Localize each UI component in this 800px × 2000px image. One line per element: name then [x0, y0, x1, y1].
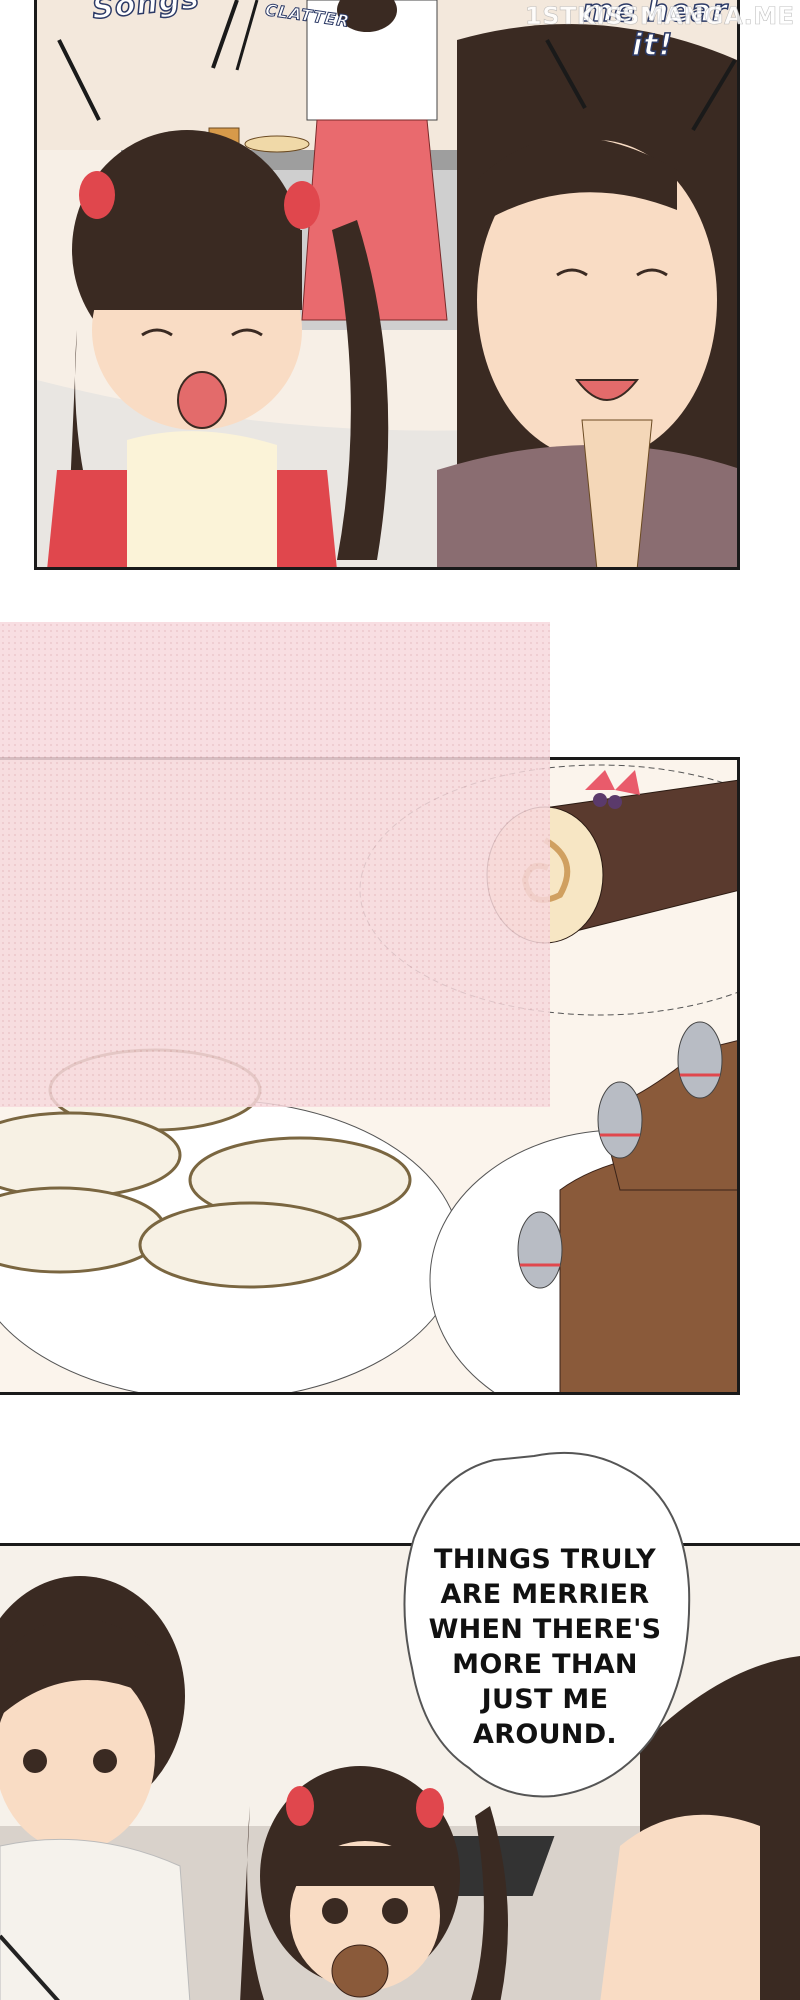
dinner-illustration	[0, 1546, 800, 2000]
pink-tone-overlay	[0, 622, 550, 1107]
watermark: 1STKISSMANGA.ME	[525, 2, 795, 31]
speech-text: THINGS TRULY ARE MERRIER WHEN THERE'S MO…	[428, 1544, 662, 1750]
panel-kitchen-scene: Songs CLATTER me hear it!	[34, 0, 740, 570]
sfx-me-hear-line2: it!	[631, 27, 674, 64]
sfx-me-hear-line1: me hear	[581, 0, 728, 30]
speech-bubble	[403, 1451, 691, 1798]
action-lines	[57, 0, 737, 132]
kitchen-illustration	[37, 0, 737, 567]
food-illustration	[0, 760, 737, 1392]
